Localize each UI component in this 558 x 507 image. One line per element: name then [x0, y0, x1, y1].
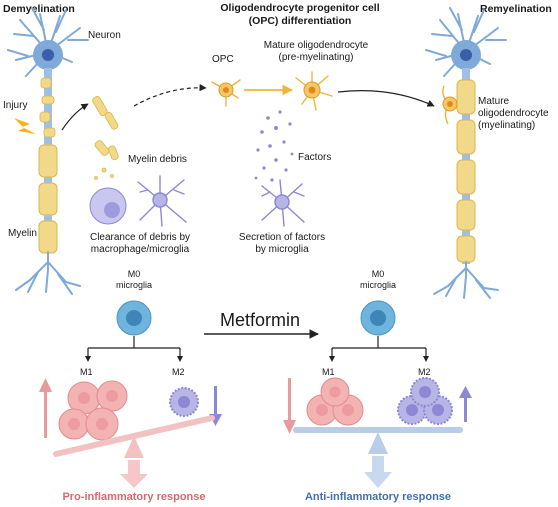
label-factors: Factors: [298, 152, 331, 163]
m1-cells-left: [58, 380, 128, 441]
label-clearance-line2: macrophage/microglia: [91, 244, 190, 255]
myelin-debris-icon: [92, 96, 119, 180]
secreting-microglia-icon: [261, 179, 305, 227]
header-opc-line1: Oligodendrocyte progenitor cell: [220, 2, 379, 14]
mature-oligodendrocyte-icon: [295, 71, 333, 111]
header-opc-line2: (OPC) differentiation: [249, 15, 352, 27]
seesaw-fulcrum-left: [124, 436, 144, 458]
label-clearance-line1: Clearance of debris by: [90, 232, 190, 243]
lightning-icon: [14, 118, 36, 134]
label-m2-right: M2: [418, 367, 431, 377]
label-injury: Injury: [3, 100, 27, 111]
label-m0-right-line2: microglia: [360, 280, 396, 290]
m0-microglia-left-icon: [116, 300, 152, 336]
opc-icon: [211, 79, 241, 107]
label-m1-left: M1: [80, 367, 93, 377]
myelin-sheath: [38, 144, 58, 178]
label-metformin: Metformin: [220, 310, 300, 330]
label-mature-myel-line3: (myelinating): [478, 120, 535, 131]
factors-dots: [254, 110, 294, 182]
myelin-sheath: [38, 182, 58, 216]
label-m0-left-line1: M0: [128, 269, 141, 279]
macrophage-icon: [89, 187, 127, 225]
label-secretion-line1: Secretion of factors: [239, 232, 325, 243]
label-m1-right: M1: [322, 367, 335, 377]
label-secretion-line2: by microglia: [255, 244, 309, 255]
header-demyelination: Demyelination: [3, 3, 75, 15]
label-pro-inflammatory: Pro-inflammatory response: [62, 491, 205, 503]
label-mature-pre-line2: (pre-myelinating): [278, 52, 353, 63]
pro-inflammatory-arrow: [120, 460, 148, 488]
m2-cells-right: [397, 377, 453, 425]
decrease-arrow-right: [283, 378, 296, 434]
label-neuron: Neuron: [88, 30, 121, 41]
m0-microglia-right-icon: [360, 300, 396, 336]
label-mature-myel-line2: oligodendrocyte: [478, 108, 549, 119]
label-mature-pre-line1: Mature oligodendrocyte: [264, 40, 369, 51]
label-myelin: Myelin: [8, 228, 37, 239]
anti-inflammatory-arrow: [364, 456, 392, 488]
label-anti-inflammatory: Anti-inflammatory response: [305, 491, 451, 503]
m1-cells-right: [306, 377, 364, 426]
increase-arrow-left: [39, 378, 52, 438]
arrow-to-remyelination: [337, 90, 435, 107]
neuron-right: [425, 7, 507, 299]
label-m0-right-line1: M0: [372, 269, 385, 279]
neuron-left: [7, 7, 89, 295]
seesaw-fulcrum-right: [368, 432, 388, 454]
increase-arrow-right: [459, 386, 472, 422]
label-mature-myel-line1: Mature: [478, 96, 510, 107]
label-myelin-debris: Myelin debris: [128, 154, 187, 165]
header-remyelination: Remyelination: [480, 3, 552, 15]
split-bracket-right: [331, 336, 427, 360]
label-m2-left: M2: [172, 367, 185, 377]
split-bracket-left: [87, 336, 181, 360]
myelinating-oligodendrocyte-icon: [442, 85, 458, 125]
arrow-to-opc: [133, 84, 207, 107]
arrow-to-debris: [61, 103, 89, 131]
label-m0-left-line2: microglia: [116, 280, 152, 290]
myelin-sheath: [38, 220, 58, 254]
m2-cell-left: [169, 387, 199, 417]
microglia-icon: [137, 175, 187, 227]
label-opc: OPC: [212, 54, 234, 65]
myelin-damaged: [39, 77, 56, 138]
